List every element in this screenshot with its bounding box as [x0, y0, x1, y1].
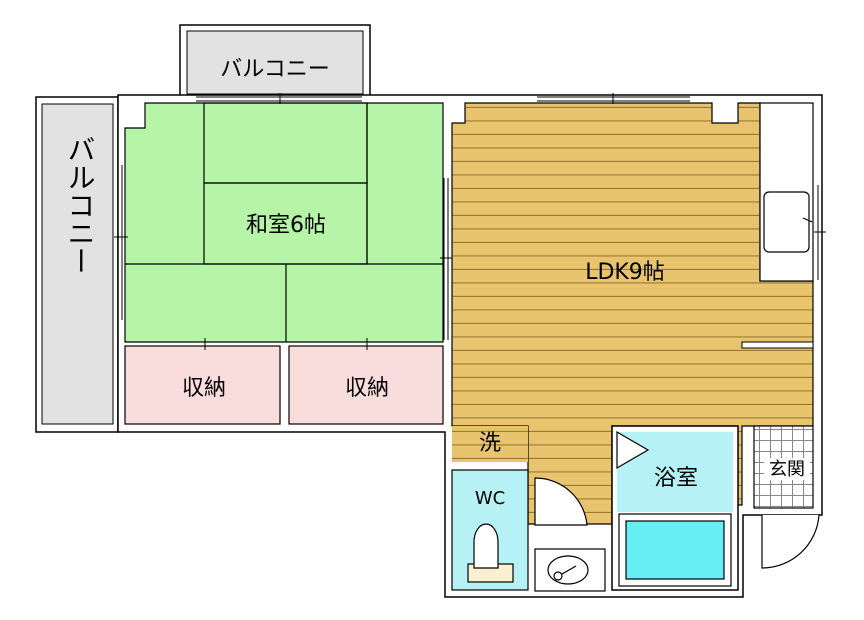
balcony-top: バルコニー [179, 24, 371, 98]
washroom: 洗 [452, 426, 606, 592]
window-marks [114, 93, 826, 350]
entrance-label: 玄関 [769, 459, 805, 480]
storage-2-label: 収納 [345, 376, 389, 401]
washitsu-room: 和室6帖 [124, 102, 444, 343]
balcony-left-label: バルコニー [64, 135, 97, 275]
ldk-room: LDK9帖 [451, 102, 814, 525]
ldk-label: LDK9帖 [585, 260, 665, 285]
bathroom: 浴室 [611, 425, 739, 591]
wc-room: WC [451, 469, 529, 591]
washitsu-label: 和室6帖 [246, 213, 326, 238]
entrance: 玄関 [753, 425, 820, 569]
wc-label: WC [475, 488, 505, 509]
washroom-label: 洗 [479, 431, 501, 456]
balcony-top-label: バルコニー [220, 57, 330, 82]
storage-1-label: 収納 [182, 376, 226, 401]
storage-closets: 収納 収納 [124, 345, 444, 425]
bath-label: 浴室 [654, 466, 698, 491]
balcony-left: バルコニー [35, 96, 119, 433]
